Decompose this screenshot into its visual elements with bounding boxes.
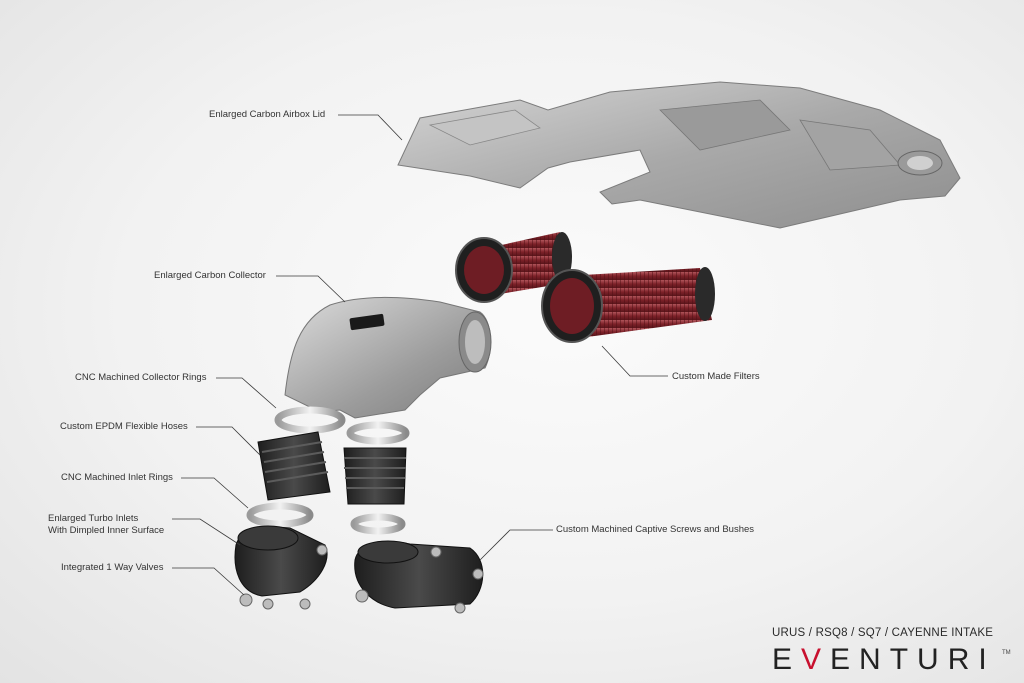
label-hoses: Custom EPDM Flexible Hoses (60, 421, 188, 432)
product-subtitle: URUS / RSQ8 / SQ7 / CAYENNE INTAKE (772, 627, 994, 639)
brand-pre: E (772, 643, 802, 676)
label-turbo-inlets-line1: Enlarged Turbo Inlets (48, 513, 139, 524)
turbo-inlet-right (354, 540, 484, 614)
collector-rings (274, 406, 410, 445)
label-turbo-inlets-line2: With Dimpled Inner Surface (48, 525, 165, 536)
brand-logo: EVENTURI (772, 643, 996, 677)
label-collector-rings: CNC Machined Collector Rings (75, 372, 207, 383)
carbon-collector (284, 296, 492, 419)
leader-lines (172, 114, 668, 596)
label-inlet-rings: CNC Machined Inlet Rings (61, 472, 173, 483)
air-filter-left (455, 232, 572, 303)
flexible-hoses (257, 431, 407, 505)
label-airbox-lid: Enlarged Carbon Airbox Lid (209, 109, 326, 120)
brand-post: ENTURI (830, 643, 996, 676)
inlet-rings (246, 502, 406, 535)
label-valves: Integrated 1 Way Valves (61, 562, 164, 573)
airbox-lid (397, 81, 961, 229)
label-screws: Custom Machined Captive Screws and Bushe… (556, 524, 755, 535)
brand-v: V (801, 643, 831, 676)
label-filters: Custom Made Filters (672, 371, 760, 382)
trademark: TM (1002, 650, 1011, 656)
label-turbo-inlets: Enlarged Turbo Inlets With Dimpled Inner… (48, 513, 164, 537)
turbo-inlet-left (234, 525, 328, 610)
label-collector: Enlarged Carbon Collector (154, 270, 266, 281)
air-filter-right (541, 267, 715, 343)
